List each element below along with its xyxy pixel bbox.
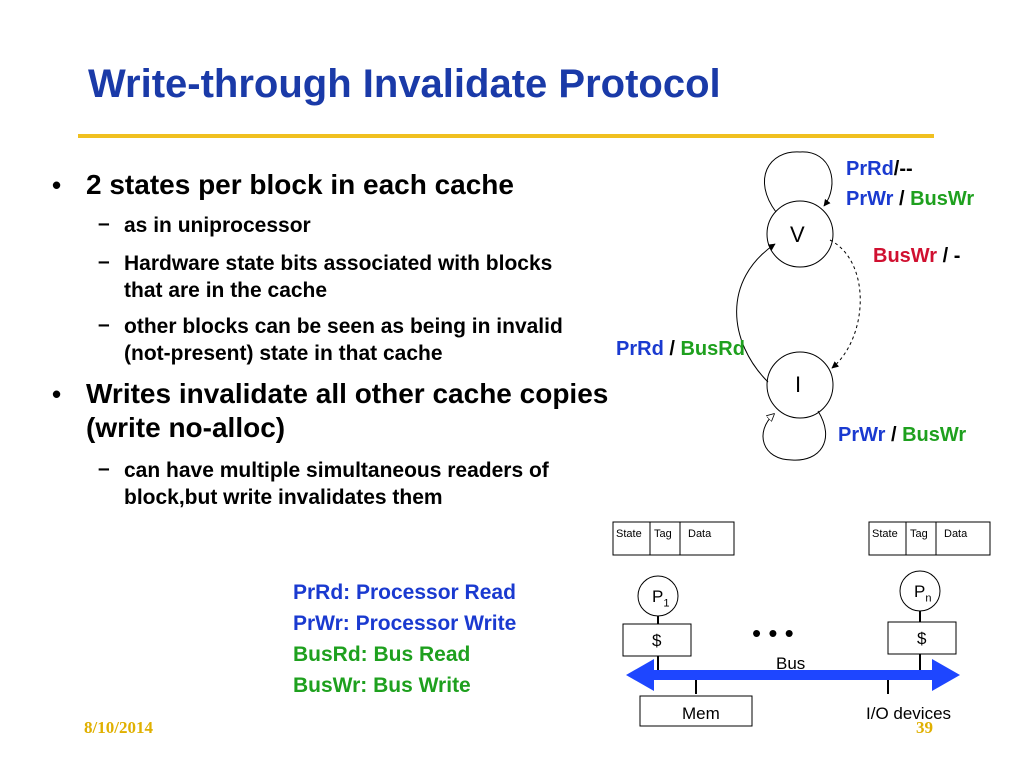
sub-bullet-1-2: Hardware state bits associated with bloc… xyxy=(124,252,553,302)
cache-left-label: $ xyxy=(652,631,662,650)
table-right-data: Data xyxy=(944,528,968,540)
legend-busrd: BusRd: Bus Read xyxy=(293,643,471,666)
processor-ellipsis: • • • xyxy=(752,618,794,648)
state-v-label: V xyxy=(790,222,805,247)
bullet-marker: • xyxy=(52,379,62,409)
i-self-loop xyxy=(762,410,827,461)
transition-i-to-v: PrRd / BusRd xyxy=(616,338,745,360)
cache-right-label: $ xyxy=(917,629,927,648)
processor-left-label: P1 xyxy=(652,587,670,610)
state-v-circle xyxy=(766,200,834,268)
table-right-tag: Tag xyxy=(910,528,928,540)
v-to-i-edge xyxy=(829,239,861,369)
footer-date: 8/10/2014 xyxy=(84,718,153,737)
state-i-label: I xyxy=(795,372,802,397)
title-underline xyxy=(78,134,934,138)
table-left-data: Data xyxy=(688,528,712,540)
memory-label: Mem xyxy=(682,704,720,723)
dash-marker: – xyxy=(98,313,110,336)
bullet-1: 2 states per block in each cache xyxy=(86,169,514,200)
transition-v-to-i: BusWr / - xyxy=(873,245,961,267)
dash-marker: – xyxy=(98,212,110,235)
legend-buswr: BusWr: Bus Write xyxy=(293,674,471,697)
cache-table-left xyxy=(612,521,735,556)
page-number: 39 xyxy=(916,718,933,737)
cache-right-box xyxy=(887,621,957,655)
sub-bullet-2-1: can have multiple simultaneous readers o… xyxy=(124,459,549,509)
dash-marker: – xyxy=(98,457,110,480)
transition-v-self-prwr: PrWr / BusWr xyxy=(846,188,975,210)
bullet-2: Writes invalidate all other cache copies… xyxy=(86,378,609,443)
state-i-circle xyxy=(766,351,834,419)
bus-arrow xyxy=(626,659,960,691)
processor-right-label: Pn xyxy=(914,582,932,605)
i-to-v-edge xyxy=(736,243,776,383)
transition-v-self-prrd: PrRd/-- xyxy=(846,158,913,180)
cache-left-box xyxy=(622,623,692,657)
legend-prwr: PrWr: Processor Write xyxy=(293,612,517,635)
table-left-state: State xyxy=(616,528,642,540)
bus-label: Bus xyxy=(776,654,806,673)
transition-i-self: PrWr / BusWr xyxy=(838,424,967,446)
io-devices-label: I/O devices xyxy=(866,704,952,723)
bullet-marker: • xyxy=(52,170,62,200)
table-left-tag: Tag xyxy=(654,528,672,540)
cache-table-right xyxy=(868,521,991,556)
slide-title: Write-through Invalidate Protocol xyxy=(88,62,721,106)
v-self-loop xyxy=(764,151,833,213)
sub-bullet-1-1: as in uniprocessor xyxy=(124,214,311,237)
memory-box xyxy=(639,695,753,727)
dash-marker: – xyxy=(98,250,110,273)
table-right-state: State xyxy=(872,528,898,540)
sub-bullet-1-3: other blocks can be seen as being in inv… xyxy=(124,315,563,365)
legend-prrd: PrRd: Processor Read xyxy=(293,581,516,604)
